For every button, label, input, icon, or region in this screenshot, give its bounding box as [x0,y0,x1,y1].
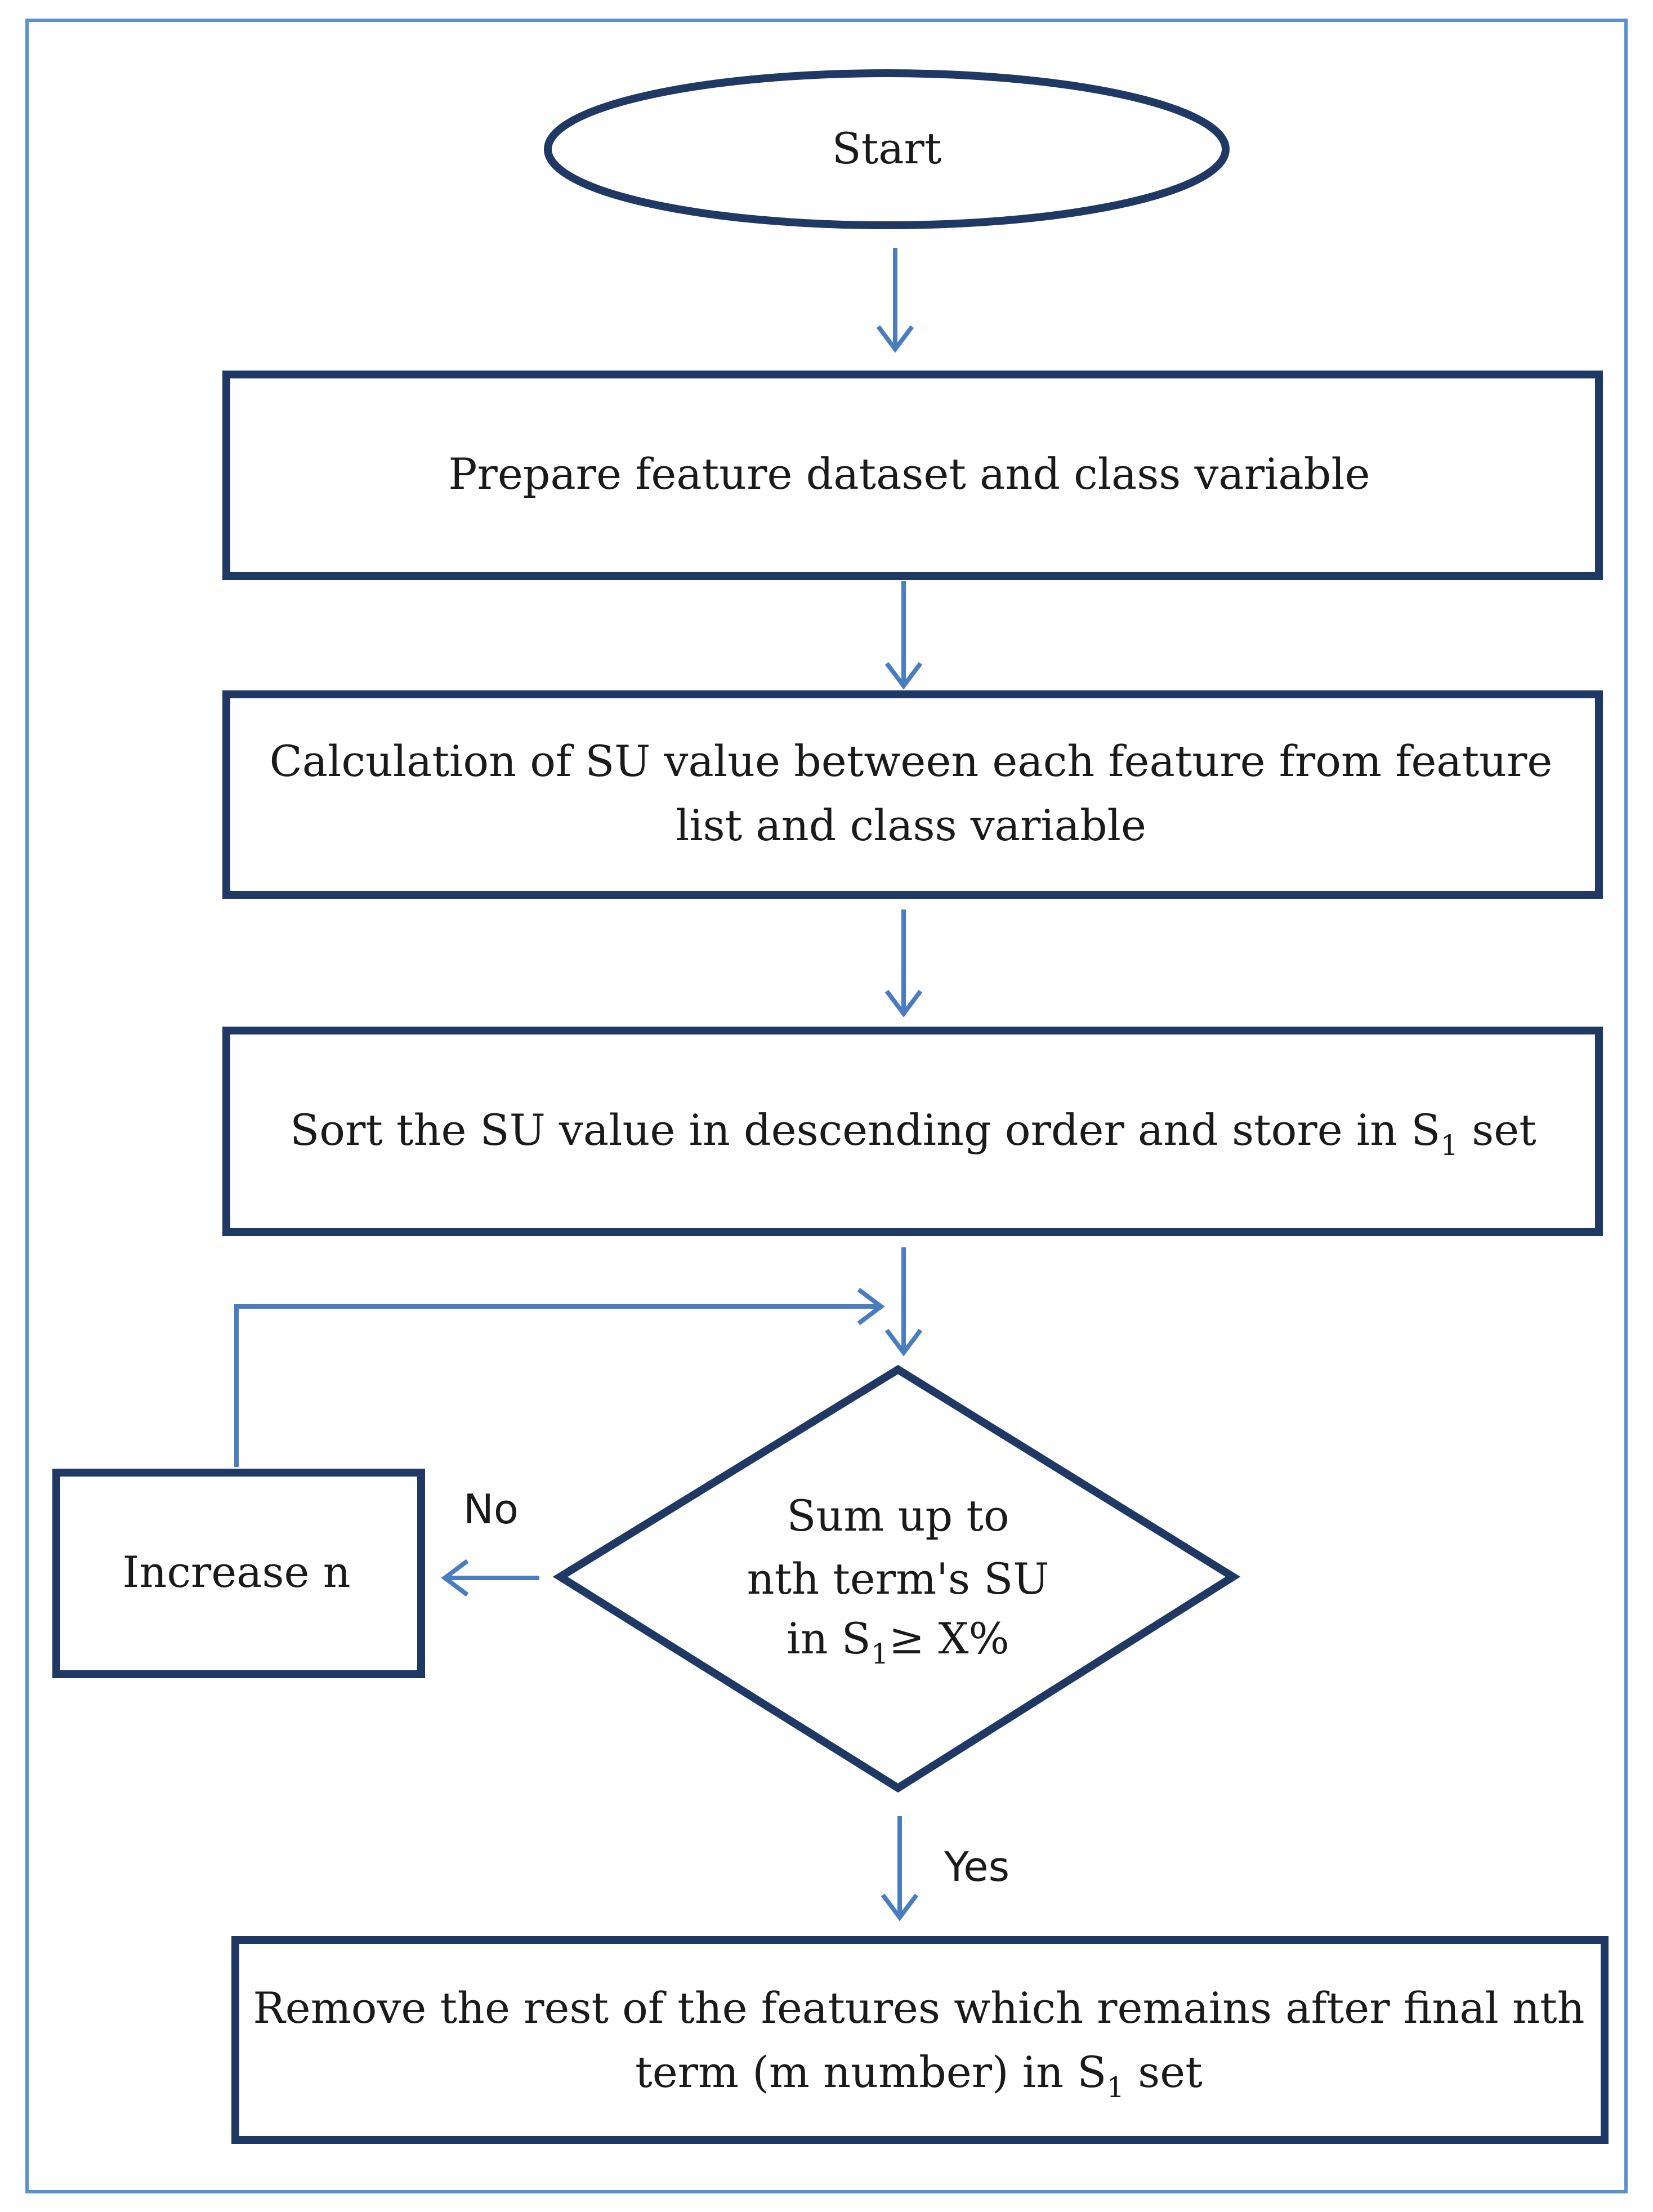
prepare-node: Prepare feature dataset and class variab… [222,371,1603,580]
arrow-decision-to-remove [881,1816,919,1921]
decision-label-line2: nth term's SU [747,1554,1049,1604]
remove-node: Remove the rest of the features which re… [231,1936,1609,2144]
remove-label-line2: term (m number) in S1 set [635,2047,1203,2104]
decision-label-line1: Sum up to [787,1491,1009,1541]
increase-label: Increase n [122,1547,350,1597]
remove-label-line1: Remove the rest of the features which re… [253,1983,1584,2033]
arrow-sort-to-decision [884,1247,923,1357]
no-edge-label: No [463,1486,519,1533]
increase-node: Increase n [52,1469,425,1678]
sort-label: Sort the SU value in descending order an… [290,1105,1536,1162]
decision-label-line3: in S1≥ X% [787,1613,1009,1670]
arrow-calculation-to-sort [884,909,923,1018]
arrow-decision-to-increase [441,1559,539,1597]
prepare-label: Prepare feature dataset and class variab… [448,449,1370,499]
arrow-prepare-to-calculation [884,581,923,690]
arrow-start-to-prepare [876,248,914,353]
sort-node: Sort the SU value in descending order an… [222,1027,1603,1236]
decision-node: Sum up to nth term's SU in S1≥ X% [552,1364,1241,1793]
arrow-loop-back [234,1287,885,1467]
diagram-frame [25,19,1628,2193]
calculation-node: Calculation of SU value between each fea… [222,690,1603,899]
calculation-label-line2: list and class variable [676,800,1146,850]
calculation-label-line1: Calculation of SU value between each fea… [270,736,1553,786]
start-label: Start [832,123,942,173]
start-node: Start [544,69,1230,229]
yes-edge-label: Yes [944,1843,1009,1890]
